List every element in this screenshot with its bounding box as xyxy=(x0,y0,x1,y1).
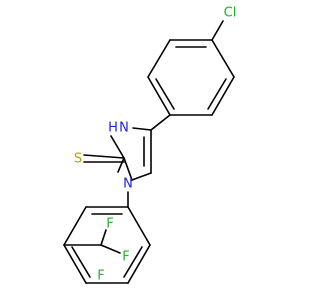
bond xyxy=(100,229,107,246)
nh-hydrogen-label: H xyxy=(108,121,118,136)
bond xyxy=(63,244,87,284)
nh-nitrogen-label: N xyxy=(119,121,129,136)
bond xyxy=(110,135,125,159)
ring-nitrogen-label: N xyxy=(123,177,133,192)
chlorine-label: Cl xyxy=(224,6,237,21)
bond xyxy=(147,39,171,78)
atom-labels: Cl H N N S F F F xyxy=(74,6,236,284)
sulfur-label: S xyxy=(74,152,82,167)
fluorine-label-2: F xyxy=(122,250,129,265)
molecular-structure: Cl H N N S F F F xyxy=(63,6,236,284)
bond xyxy=(150,114,171,131)
bond xyxy=(147,76,171,116)
bond xyxy=(83,154,125,159)
bond xyxy=(71,246,91,278)
bond xyxy=(123,157,133,181)
fluorine-label-1: F xyxy=(106,217,113,232)
bond xyxy=(123,246,143,278)
bond xyxy=(127,206,151,246)
bond xyxy=(211,39,235,78)
bond xyxy=(132,127,152,131)
bond xyxy=(207,78,227,110)
bond xyxy=(100,244,121,254)
bond xyxy=(131,172,152,181)
bond xyxy=(211,20,224,41)
bond xyxy=(155,78,175,110)
bond xyxy=(63,206,87,246)
bond xyxy=(117,157,125,173)
bond xyxy=(211,76,235,116)
bond xyxy=(127,244,151,284)
fluorine-label-3: F xyxy=(97,269,104,284)
bonds xyxy=(63,20,235,284)
